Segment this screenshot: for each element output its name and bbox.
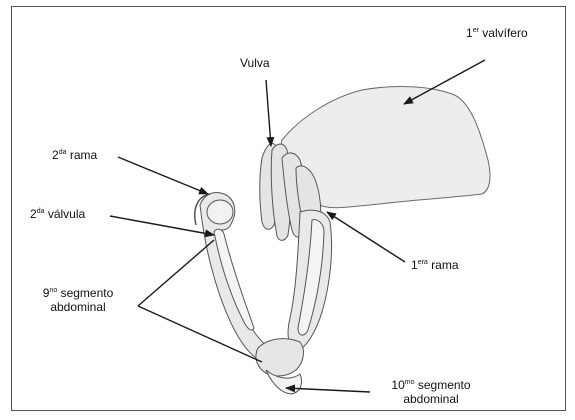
label-primera-rama-sup: era <box>418 259 428 266</box>
label-decimo-segmento-prefix: 10 <box>391 378 404 392</box>
label-primera-rama-text: rama <box>431 258 458 272</box>
label-primera-rama: 1era rama <box>411 258 459 272</box>
label-primer-valvifero: 1er valvífero <box>466 26 528 40</box>
label-segunda-rama-sup: da <box>59 149 67 156</box>
label-noveno-segmento: 9no segmento abdominal <box>26 286 130 314</box>
arrow-segunda-valvula <box>110 216 214 235</box>
arrow-primera-rama <box>327 212 405 262</box>
label-decimo-segmento-line1: 10mo segmento <box>371 378 491 392</box>
label-segunda-valvula-text: válvula <box>48 207 85 221</box>
label-vulva: Vulva <box>240 56 270 70</box>
label-segunda-rama-prefix: 2 <box>52 148 59 162</box>
label-primera-rama-prefix: 1 <box>411 258 418 272</box>
tenth-segment-structure <box>256 339 304 394</box>
label-noveno-segmento-word1: segmento <box>61 286 114 300</box>
label-primer-valvifero-text: valvífero <box>482 26 527 40</box>
label-vulva-text: Vulva <box>240 56 270 70</box>
label-segunda-rama-text: rama <box>70 148 97 162</box>
label-noveno-segmento-line1: 9no segmento <box>26 286 130 300</box>
label-decimo-segmento-sup: mo <box>405 379 415 386</box>
label-segunda-valvula-sup: da <box>37 208 45 215</box>
label-decimo-segmento: 10mo segmento abdominal <box>371 378 491 406</box>
label-primer-valvifero-sup: er <box>473 27 479 34</box>
leader-noveno-upper <box>138 240 214 306</box>
arrow-segunda-rama <box>118 157 208 194</box>
label-primer-valvifero-prefix: 1 <box>466 26 473 40</box>
label-decimo-segmento-word1: segmento <box>418 378 471 392</box>
label-segunda-valvula-prefix: 2 <box>30 207 37 221</box>
label-noveno-segmento-sup: no <box>49 287 57 294</box>
label-decimo-segmento-line2: abdominal <box>371 392 491 406</box>
label-segunda-rama: 2da rama <box>52 148 97 162</box>
label-segunda-valvula: 2da válvula <box>30 207 85 221</box>
arrow-vulva <box>266 80 271 146</box>
label-noveno-segmento-line2: abdominal <box>26 300 130 314</box>
